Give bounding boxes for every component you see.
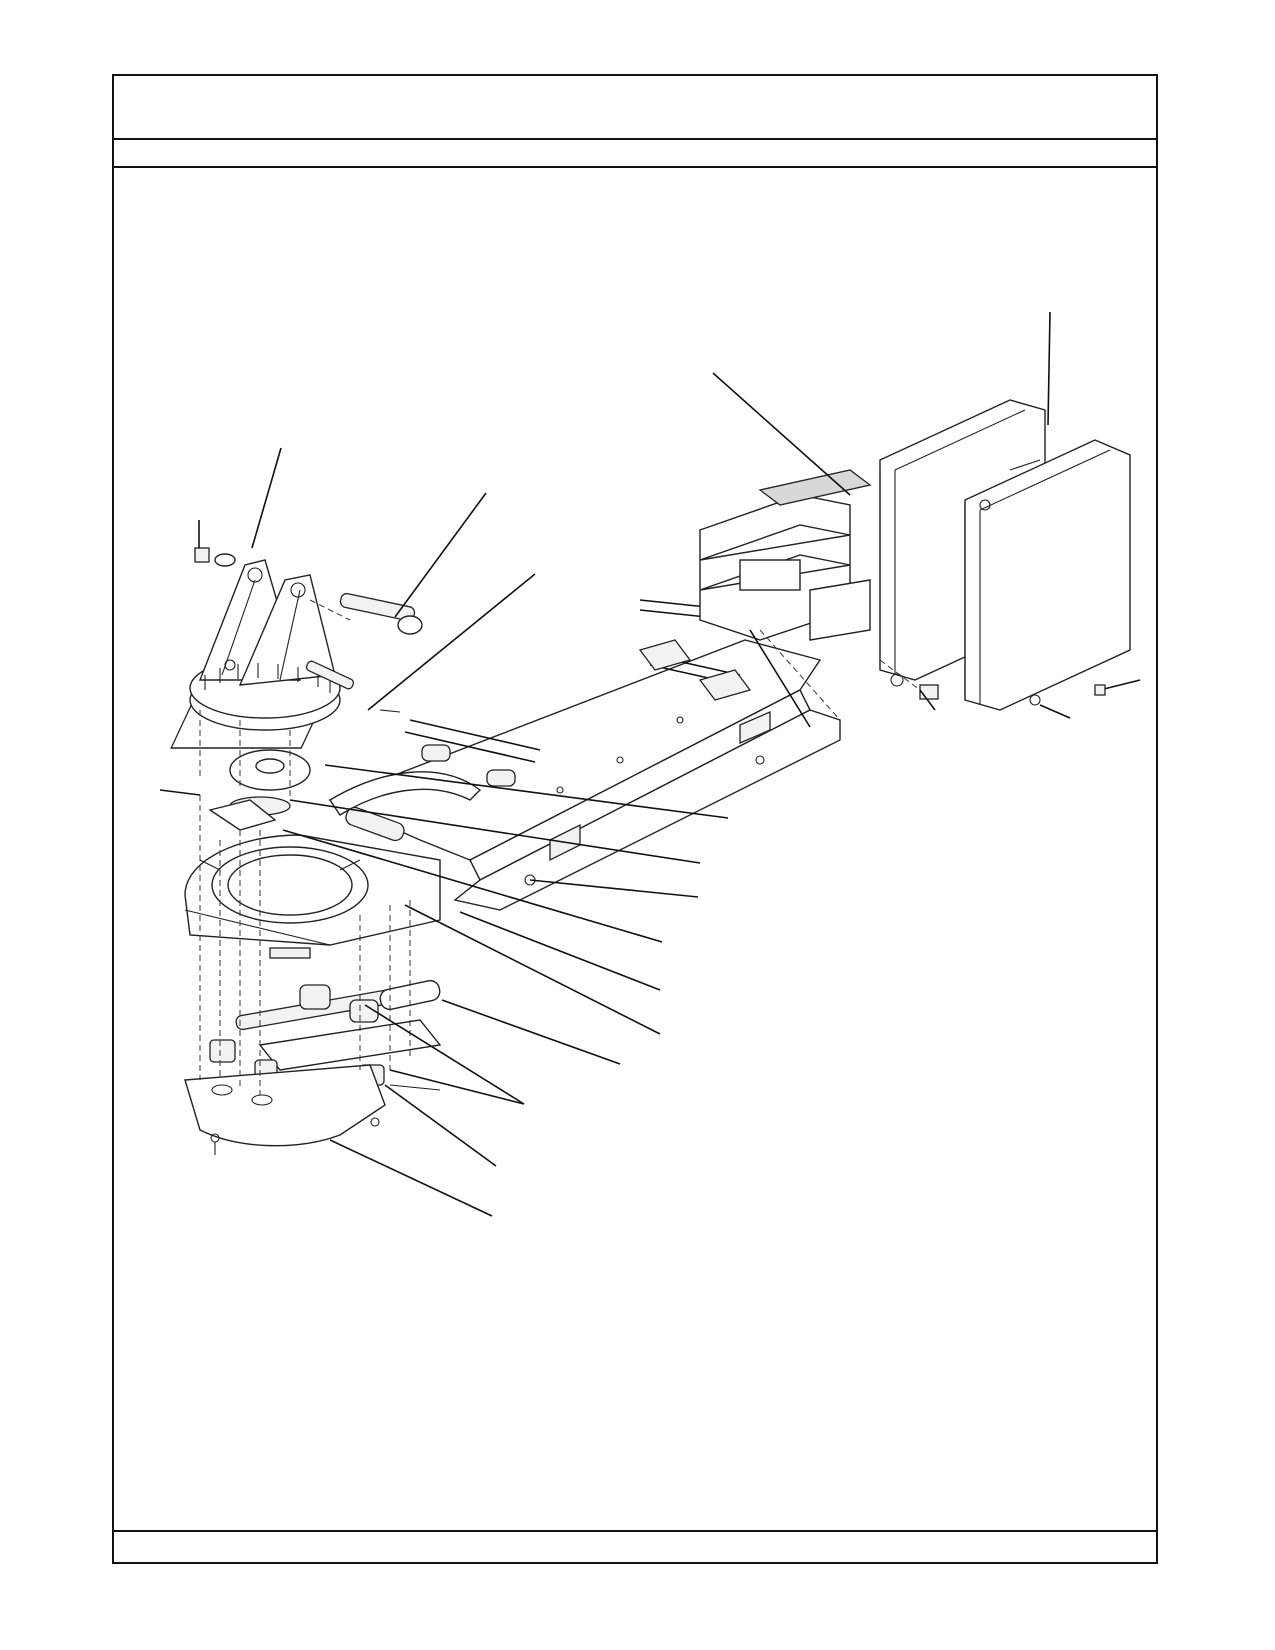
turret-bolts — [204, 663, 331, 693]
turret-mast — [189, 520, 423, 731]
header-subband — [114, 140, 1156, 168]
cross-tubes — [329, 599, 752, 842]
rear-block — [699, 469, 872, 641]
slewing-housing — [184, 834, 441, 959]
header-band — [112, 74, 1158, 140]
leader-lines — [251, 311, 1051, 1217]
footer-band — [114, 1530, 1156, 1564]
counterweight-plates — [879, 399, 1131, 711]
bottom-cover — [184, 1064, 386, 1155]
weight-hardware — [879, 659, 1141, 719]
main-frame-rail — [170, 639, 841, 911]
page-frame — [112, 74, 1158, 1564]
swivel-plate — [159, 749, 311, 831]
